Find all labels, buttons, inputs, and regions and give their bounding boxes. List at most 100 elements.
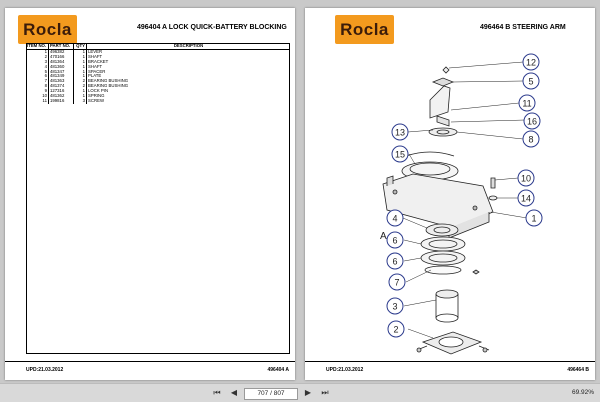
page-title: 496404 A LOCK QUICK-BATTERY BLOCKING (137, 24, 287, 31)
first-page-icon[interactable]: ⏮ (213, 388, 221, 397)
viewer-toolbar: ⏮ ◀ 707 / 807 ▶ ⏭ 69.92% (0, 383, 600, 402)
callout-bubble: 15 (391, 145, 409, 163)
callout-circle (517, 189, 535, 207)
page-title: 496464 B STEERING ARM (480, 24, 566, 31)
callout-circle (518, 94, 536, 112)
drawing-linework (382, 61, 528, 355)
callout-bubble: 8 (522, 130, 540, 148)
cell-item-no: 8 (26, 83, 49, 90)
bracket-part (429, 85, 451, 119)
callout-bubble: 10 (517, 169, 535, 187)
callout-bubble: 2 (387, 320, 405, 338)
callout-number: 12 (526, 58, 536, 68)
cell-item-no: 11 (26, 98, 49, 104)
callout-bubble: 6 (386, 231, 404, 249)
callout-circle (525, 209, 543, 227)
cell-part-no: 481374 (48, 83, 74, 90)
cell-item-no: 3 (26, 59, 49, 65)
bolt-part (490, 177, 496, 189)
cell-part-no: 481364 (48, 59, 74, 65)
steering-arm-frame (382, 173, 494, 229)
callout-circle (386, 297, 404, 315)
cell-qty: 2 (73, 83, 87, 90)
callout-bubble: 7 (388, 273, 406, 291)
cell-part-no: 199816 (48, 98, 74, 104)
callout-bubble: 6 (386, 252, 404, 270)
callout-number: 2 (393, 325, 398, 335)
screw-part (442, 66, 450, 74)
callout-number: 14 (521, 194, 531, 204)
callout-circle (523, 112, 541, 130)
cell-item-no: 5 (26, 69, 49, 75)
callout-bubble: 5 (522, 72, 540, 90)
callout-circle (386, 209, 404, 227)
callout-circle (391, 145, 409, 163)
callout-number: 5 (528, 77, 533, 87)
next-page-icon[interactable]: ▶ (304, 388, 312, 397)
cell-description: SCREW (88, 97, 104, 103)
cell-part-no: 470166 (48, 54, 74, 60)
callout-bubble: 16 (523, 112, 541, 130)
callout-circle (391, 123, 409, 141)
bearing-ring (420, 250, 466, 266)
callout-number: 3 (392, 302, 397, 312)
cell-description: BEARING BUSHING (88, 83, 129, 89)
rocla-logo: Rocla (18, 15, 77, 44)
footer-date: UPD:21.03.2012 (26, 367, 64, 373)
callout-number: 15 (395, 150, 405, 160)
cell-item-no: 6 (26, 74, 49, 80)
cell-description: SHAFT (88, 63, 103, 69)
rocla-logo: Rocla (335, 15, 394, 44)
callout-number: 10 (521, 174, 531, 184)
cell-item-no: 2 (26, 54, 49, 60)
last-page-icon[interactable]: ⏭ (321, 388, 329, 397)
callout-circle (517, 169, 535, 187)
bearing-ring (420, 236, 466, 252)
callout-bubble: 13 (391, 123, 409, 141)
cell-description: SPRING (88, 93, 105, 99)
cell-item-no: 1 (26, 49, 49, 55)
callout-number: 4 (392, 214, 397, 224)
cell-qty: 1 (73, 59, 87, 65)
callout-number: 11 (522, 99, 531, 109)
callout-bubble: 3 (386, 297, 404, 315)
cell-qty: 1 (73, 74, 87, 80)
cell-item-no: 10 (26, 93, 49, 99)
document-page-right: Rocla 496464 B STEERING ARM (305, 8, 595, 380)
footer-rule (305, 361, 595, 362)
callout-circle (522, 53, 540, 71)
cell-part-no: 127316 (48, 88, 74, 95)
callout-circle (387, 320, 405, 338)
callout-bubble: 14 (517, 189, 535, 207)
cell-part-no: 481347 (48, 69, 74, 75)
callout-number: 6 (392, 236, 397, 246)
footer-rule (5, 361, 295, 362)
cell-part-no: 481363 (48, 78, 74, 85)
callout-circle (386, 231, 404, 249)
washer-part (428, 127, 458, 137)
callout-number: 8 (528, 135, 533, 145)
page-number-input[interactable]: 707 / 807 (244, 388, 298, 400)
footer-drawing-no: 496464 B (567, 367, 589, 373)
cell-description: LEVER (88, 48, 103, 54)
detail-letter-label: A (380, 231, 387, 242)
callout-number: 6 (392, 257, 397, 267)
cell-description: LOCK PIN (88, 88, 109, 94)
cell-qty: 1 (73, 49, 87, 55)
callout-circle (522, 130, 540, 148)
prev-page-icon[interactable]: ◀ (230, 388, 238, 397)
cell-qty: 1 (73, 88, 87, 95)
document-page-left: Rocla 496404 A LOCK QUICK-BATTERY BLOCKI… (5, 8, 295, 380)
zoom-level[interactable]: 69.92% (571, 389, 594, 396)
cell-qty: 1 (73, 93, 87, 99)
cell-qty: 2 (73, 78, 87, 85)
